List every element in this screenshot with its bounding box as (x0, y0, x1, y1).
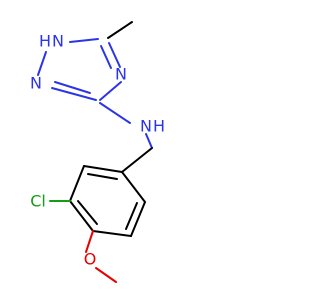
bond-ar3-ar4 (69, 200, 94, 232)
bond-n1-n2 (37, 51, 47, 76)
bond-ar6-ar1 (121, 171, 146, 203)
label-amine-n: N (140, 117, 152, 136)
bond-ar1-ar2 (83, 165, 123, 173)
label-n4: N (115, 65, 127, 84)
bond-ar5-ar6 (130, 201, 146, 237)
bond-c5-n4-double (100, 45, 112, 69)
label-n2: N (30, 74, 42, 93)
label-oxygen: O (84, 250, 97, 269)
bond-nh-ch2 (145, 133, 153, 149)
label-n1: N (52, 32, 64, 51)
molecule-diagram: H N N N N H Cl O (30, 21, 165, 283)
structure-svg: H N N N N H Cl O (30, 21, 165, 283)
bond-c5-methyl (107, 21, 133, 39)
bond-c3-n2-double (54, 81, 91, 94)
bond-ar2-ar3 (69, 165, 85, 202)
bond-n1-c5 (69, 38, 99, 43)
bond-o-ch3 (95, 267, 117, 283)
bond-c3-nh (99, 102, 131, 124)
label-amine-h: H (153, 117, 165, 136)
bond-c5-n4 (108, 42, 121, 68)
bond-ar5-ar6-inner (125, 202, 138, 230)
label-chlorine: Cl (30, 192, 46, 211)
bond-ar1-ar2-inner (87, 173, 118, 180)
label-n1-hydrogen: H (39, 32, 51, 51)
bond-ch2-ring (121, 147, 153, 173)
bond-ar4-o (85, 230, 94, 253)
bond-c3-n2 (51, 87, 97, 101)
bond-ar3-ar4-inner (77, 200, 98, 225)
bond-n4-c3 (99, 81, 122, 101)
bond-ar4-ar5 (92, 230, 132, 237)
